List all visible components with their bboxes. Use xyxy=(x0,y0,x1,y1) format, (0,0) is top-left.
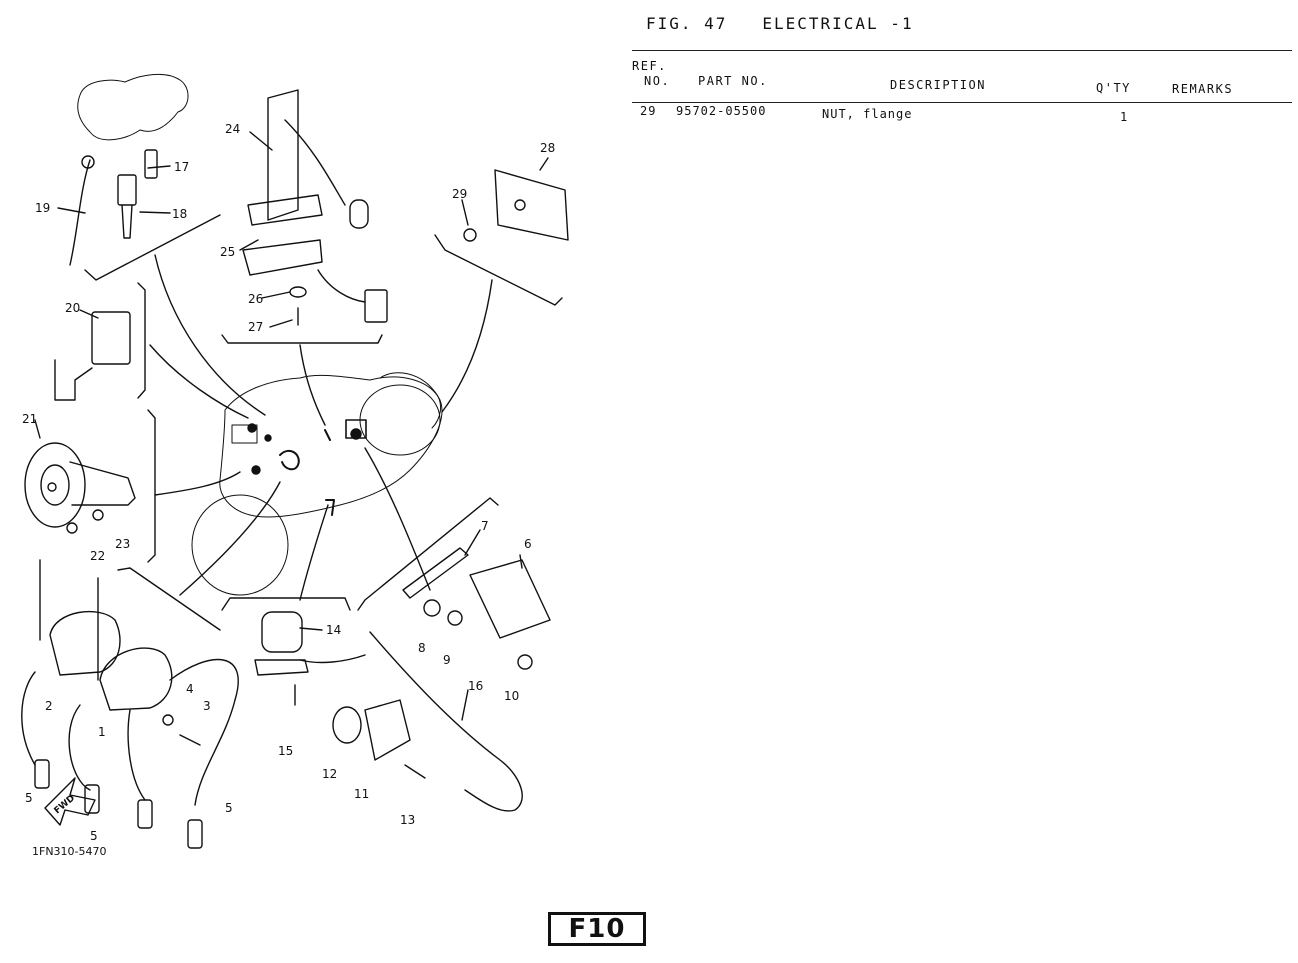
figure-name: ELECTRICAL -1 xyxy=(762,14,914,33)
callout-18: 18 xyxy=(172,207,187,221)
callout-13: 13 xyxy=(400,813,415,827)
leader-arrow xyxy=(154,471,241,496)
callout-5c: 5 xyxy=(225,801,233,815)
callout-10: 10 xyxy=(504,689,519,703)
callout-11: 11 xyxy=(354,787,369,801)
ignition-coil-sketch xyxy=(21,559,239,849)
leader-arrow xyxy=(441,279,493,413)
header-remarks: REMARKS xyxy=(1172,82,1234,96)
callout-22: 22 xyxy=(90,549,105,563)
callout-2: 2 xyxy=(45,699,53,713)
callout-15: 15 xyxy=(278,744,293,758)
callout-labels: 2 3 4 5 6 7 8 9 10 11 12 13 14 15 16 17 … xyxy=(22,122,555,843)
leader-arrow xyxy=(299,344,326,426)
catalog-code: 1FN310-5470 xyxy=(32,845,107,858)
callout-1: 1 xyxy=(98,725,106,739)
leader-arrow xyxy=(149,344,249,419)
callout-26: 26 xyxy=(248,292,263,306)
screw-sketch xyxy=(404,764,426,779)
cable-sketch xyxy=(369,631,523,812)
row-description: NUT, flange xyxy=(822,107,913,121)
callout-5a: 5 xyxy=(25,791,33,805)
bracket-sparkplug xyxy=(84,214,221,281)
callout-19: 19 xyxy=(35,201,50,215)
header-ref-no: NO. xyxy=(644,74,671,88)
header-description: DESCRIPTION xyxy=(890,78,986,92)
table-top-rule xyxy=(632,50,1292,51)
figure-title: FIG. 47 ELECTRICAL -1 xyxy=(646,14,914,33)
callout-21: 21 xyxy=(22,412,37,426)
cover-plate-sketch xyxy=(364,699,411,761)
parts-diagram: 2 3 4 5 6 7 8 9 10 11 12 13 14 15 16 17 … xyxy=(21,73,569,849)
bracket-regulator xyxy=(357,497,499,611)
callout-17: 17 xyxy=(174,160,189,174)
flasher-relay-sketch xyxy=(254,611,366,706)
callout-5b: 5 xyxy=(90,829,98,843)
row-ref: 29 xyxy=(640,104,657,118)
callout-29: 29 xyxy=(452,187,467,201)
callout-9: 9 xyxy=(443,653,451,667)
callout-8: 8 xyxy=(418,641,426,655)
bracket-relay xyxy=(137,282,146,399)
leader-arrow xyxy=(364,447,431,591)
callout-4: 4 xyxy=(186,682,194,696)
header-qty: Q'TY xyxy=(1096,81,1131,95)
regulator-sketch xyxy=(402,547,551,670)
bracket-indicator xyxy=(434,234,563,306)
callout-3: 3 xyxy=(203,699,211,713)
bracket-fuel-sender xyxy=(221,334,383,344)
leader-arrow xyxy=(299,504,329,601)
callout-23: 23 xyxy=(115,537,130,551)
callout-6: 6 xyxy=(524,537,532,551)
row-part-no: 95702-05500 xyxy=(676,104,767,118)
fuel-sender-sketch xyxy=(242,89,388,326)
callout-27: 27 xyxy=(248,320,263,334)
cylinder-head-sketch xyxy=(69,73,189,266)
callout-25: 25 xyxy=(220,245,235,259)
horn-sketch xyxy=(24,442,136,534)
header-ref: REF. xyxy=(632,59,667,73)
leader-arrow xyxy=(179,481,281,596)
row-qty: 1 xyxy=(1120,110,1129,124)
leader-arrow xyxy=(154,254,266,416)
figure-number: FIG. 47 xyxy=(646,14,728,33)
callout-7: 7 xyxy=(481,519,489,533)
header-part-no: PART NO. xyxy=(698,74,768,88)
frame-sketch xyxy=(191,372,443,596)
fwd-arrow-icon xyxy=(44,777,96,826)
callout-12: 12 xyxy=(322,767,337,781)
callout-28: 28 xyxy=(540,141,555,155)
table-header-rule xyxy=(632,102,1292,103)
bracket-coils xyxy=(117,567,221,631)
callout-20: 20 xyxy=(65,301,80,315)
bracket-relay-14 xyxy=(221,597,351,611)
o-ring-sketch xyxy=(332,706,362,744)
starter-relay-sketch xyxy=(54,311,131,401)
bracket-horn xyxy=(147,409,156,563)
indicator-sketch xyxy=(463,169,569,242)
callout-16: 16 xyxy=(468,679,483,693)
page-code: F10 xyxy=(548,912,646,946)
callout-24: 24 xyxy=(225,122,240,136)
callout-14: 14 xyxy=(326,623,341,637)
